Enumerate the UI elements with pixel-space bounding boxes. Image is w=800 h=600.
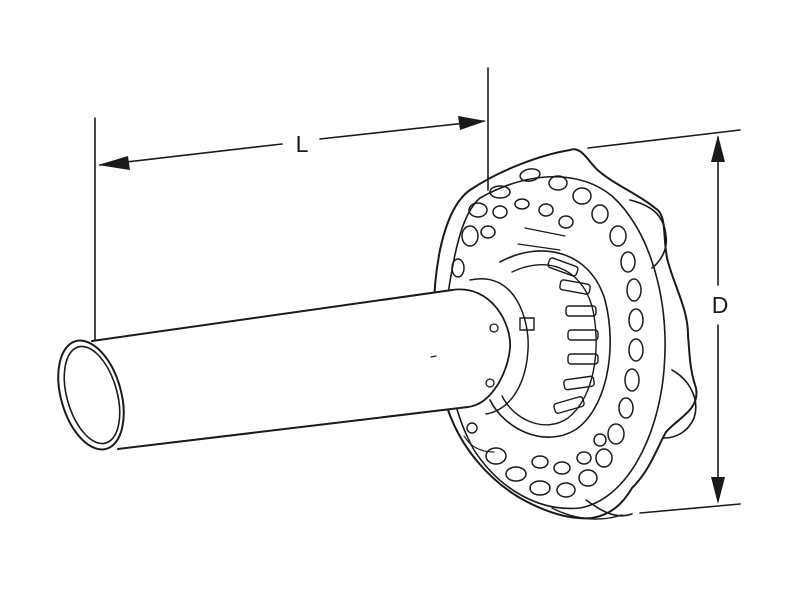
flange-screw (466, 422, 478, 434)
length-dimension: L (94, 67, 489, 346)
tube-rivet-top (489, 323, 499, 333)
length-arrow-left (98, 156, 130, 170)
flange-slotted-cage (489, 227, 611, 438)
tube-mark (430, 355, 437, 358)
tube-body-fill (92, 289, 511, 449)
flange-lug-right (663, 369, 697, 439)
tube-open-end-outer (57, 339, 125, 451)
length-arrow-right (458, 116, 486, 130)
tube (57, 277, 529, 451)
diameter-label: D (712, 292, 729, 318)
diameter-dimension: D (587, 129, 741, 514)
length-label: L (296, 131, 309, 157)
tube-top-edge (91, 289, 453, 342)
diameter-extension-line-bottom (639, 503, 741, 514)
cage-slots (547, 257, 599, 414)
cage-outer-edge (489, 250, 611, 438)
flange-lug-top (629, 199, 668, 269)
diameter-extension-line-top (587, 129, 741, 149)
flange-screw-edge (463, 435, 495, 453)
flange-perforations (451, 168, 644, 498)
flange-base-edge (551, 507, 623, 520)
length-dimension-line-right (319, 120, 485, 140)
tube-collar (451, 288, 511, 408)
cage-rib-1 (524, 227, 566, 237)
flange-lug-bottom (585, 499, 633, 517)
tube-rivet-bottom (485, 378, 495, 388)
tube-bottom-edge (117, 406, 469, 450)
tube-open-end-inner (63, 345, 121, 445)
cage-rib-2 (517, 243, 561, 251)
length-dimension-line-left (99, 143, 283, 166)
diameter-arrow-bottom (711, 477, 725, 504)
cage-inner-edge (501, 264, 597, 426)
diameter-arrow-top (711, 135, 725, 162)
tube-collar-ring (469, 277, 529, 415)
